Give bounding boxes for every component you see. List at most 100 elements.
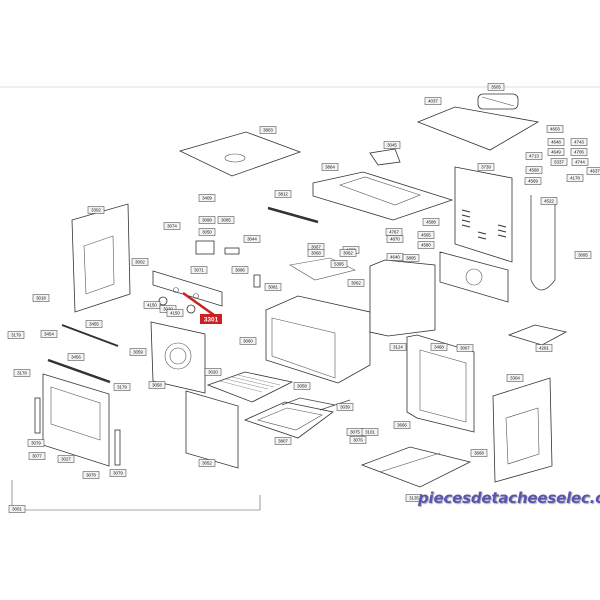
svg-text:3096: 3096 (235, 268, 245, 273)
part-label: 3178 (13, 369, 31, 377)
control-board (369, 148, 401, 166)
part-label: 3666 (393, 421, 411, 429)
part-label: 3058 (148, 381, 166, 389)
part-label: 3864 (321, 163, 339, 171)
svg-text:3062: 3062 (351, 281, 361, 286)
svg-text:4150: 4150 (170, 311, 180, 316)
knob-left (158, 296, 168, 306)
part-label: 3078 (82, 471, 100, 479)
door-top-trim (61, 324, 119, 347)
svg-text:3067: 3067 (460, 346, 470, 351)
svg-text:3803: 3803 (263, 128, 273, 133)
part-label: 4637 (586, 167, 600, 175)
svg-text:3179: 3179 (117, 385, 127, 390)
svg-text:3060: 3060 (243, 339, 253, 344)
svg-text:4588: 4588 (426, 220, 436, 225)
part-label: 3096 (231, 266, 249, 274)
svg-text:3135: 3135 (409, 496, 419, 501)
svg-text:3044: 3044 (247, 237, 257, 242)
door-hinge-left (34, 397, 41, 434)
svg-text:4178: 4178 (570, 176, 580, 181)
svg-text:3085: 3085 (221, 218, 231, 223)
part-label: 3077 (28, 452, 46, 460)
part-label: 3455 (85, 320, 103, 328)
part-label: 3075 (346, 428, 364, 436)
svg-text:3068: 3068 (311, 251, 321, 256)
top-plate (178, 131, 302, 177)
part-label: 3058 (293, 382, 311, 390)
watermark: piecesdetacheeselec.com (418, 489, 600, 507)
svg-text:3081: 3081 (268, 285, 278, 290)
svg-text:4568: 4568 (529, 168, 539, 173)
highlighted-part-label[interactable]: 3301 (200, 314, 222, 324)
part-label: 3098 (198, 216, 216, 224)
part-label: 3052 (198, 459, 216, 467)
svg-text:3018: 3018 (36, 296, 46, 301)
part-label: 3062 (339, 249, 357, 257)
part-label: 3050 (198, 228, 216, 236)
rear-vents (461, 209, 507, 240)
svg-text:4037: 4037 (428, 99, 438, 104)
svg-text:4569: 4569 (528, 179, 538, 184)
svg-text:4744: 4744 (575, 160, 585, 165)
part-label: 5395 (330, 260, 348, 268)
svg-text:3812: 3812 (278, 192, 288, 197)
timer-module (195, 240, 215, 255)
rear-panel (454, 166, 513, 263)
part-label: 4870 (386, 235, 404, 243)
part-label: 3085 (217, 216, 235, 224)
bottom-element (281, 397, 351, 411)
part-label: 3668 (470, 449, 488, 457)
svg-text:3124: 3124 (393, 345, 403, 350)
part-label: 3002 (131, 258, 149, 266)
part-label: 3805 (402, 254, 420, 262)
svg-text:3020: 3020 (208, 370, 218, 375)
svg-text:3807: 3807 (278, 439, 288, 444)
svg-text:3079: 3079 (113, 471, 123, 476)
part-label: 3409 (198, 194, 216, 202)
svg-text:3456: 3456 (71, 355, 81, 360)
part-label: 4767 (385, 228, 403, 236)
front-trim-bar (267, 206, 319, 224)
svg-text:3075: 3075 (350, 430, 360, 435)
part-label: 3135 (405, 494, 423, 502)
svg-text:3805: 3805 (406, 256, 416, 261)
part-label: 4522 (540, 197, 558, 205)
door-hinge-right (114, 429, 121, 466)
svg-text:3468: 3468 (434, 345, 444, 350)
part-label: 3067 (456, 344, 474, 352)
svg-text:4603: 4603 (550, 127, 560, 132)
part-label: 3739 (477, 163, 495, 171)
part-label: 4178 (566, 174, 584, 182)
svg-text:3062: 3062 (343, 251, 353, 256)
svg-text:4648: 4648 (551, 140, 561, 145)
svg-text:4637: 4637 (590, 169, 600, 174)
svg-text:3409: 3409 (202, 196, 212, 201)
part-label: 3001 (8, 505, 26, 513)
part-label: 4603 (546, 125, 564, 133)
svg-text:4565: 4565 (421, 233, 431, 238)
part-label: 4568 (525, 166, 543, 174)
part-label: 3505 (487, 83, 505, 91)
svg-text:3067: 3067 (311, 245, 321, 250)
svg-text:3301: 3301 (204, 317, 219, 324)
svg-text:3739: 3739 (481, 165, 491, 170)
svg-text:3178: 3178 (17, 371, 27, 376)
part-label: 4565 (417, 231, 435, 239)
part-label: 3807 (274, 437, 292, 445)
part-label: 3027 (57, 455, 75, 463)
left-side-panel (71, 203, 131, 313)
part-label: 3062 (347, 279, 365, 287)
part-label: 3454 (40, 330, 58, 338)
part-label: 3071 (190, 266, 208, 274)
highlight-arrow (182, 291, 215, 317)
oven-cavity (265, 295, 371, 384)
part-label: 4640 (386, 253, 404, 261)
svg-text:4743: 4743 (574, 140, 584, 145)
part-label: 4150 (166, 309, 184, 317)
svg-text:3071: 3071 (194, 268, 204, 273)
baking-tray (243, 401, 334, 439)
